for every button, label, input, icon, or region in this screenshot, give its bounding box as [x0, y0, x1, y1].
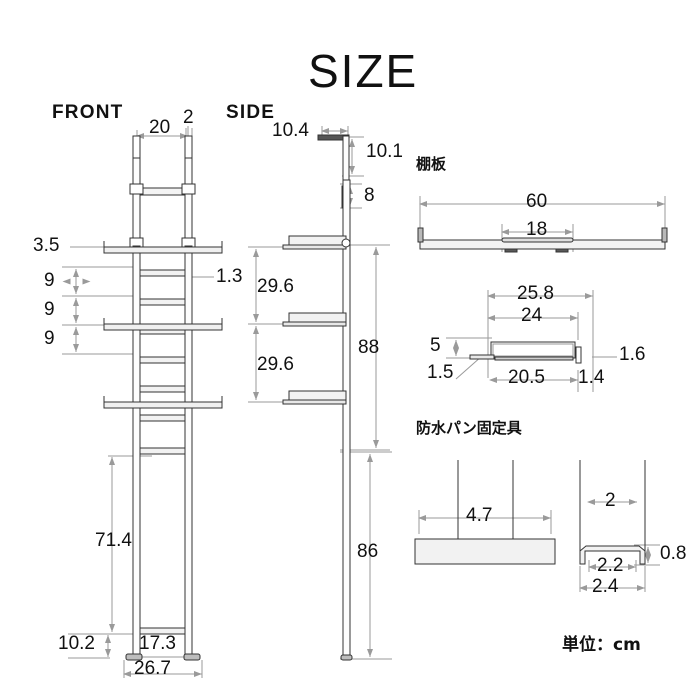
dim-fixture-channel-base-outer: 2.4	[592, 576, 619, 597]
pan-fixture-label: 防水パン固定具	[416, 419, 522, 437]
dim-fixture-channel-depth: 0.8	[660, 543, 687, 564]
dim-fixture-channel-inner-width: 2	[605, 490, 616, 511]
dim-side-top-hook-drop: 10.1	[366, 141, 403, 162]
dim-side-joint-length: 8	[364, 185, 375, 206]
dim-fixture-gap-front: 4.7	[466, 505, 493, 526]
dim-board-bracket-span: 18	[526, 219, 548, 240]
dim-front-shelf-offset-top: 3.5	[33, 235, 60, 256]
front-view-label: FRONT	[52, 102, 124, 123]
dim-board-tab-width: 1.4	[578, 367, 605, 388]
shelf-board-section-view	[469, 341, 582, 364]
side-view-geometry	[282, 134, 353, 661]
dim-front-rung-thickness: 1.3	[216, 266, 243, 287]
dim-front-top-rail-width: 20	[149, 117, 171, 138]
dim-board-width: 60	[526, 191, 548, 212]
dim-side-lower-total-height: 86	[357, 541, 379, 562]
front-view-geometry	[103, 135, 223, 661]
dim-board-section-height: 5	[430, 335, 441, 356]
unit-note: 単位：cm	[562, 635, 641, 655]
shelf-board-top-view	[417, 227, 668, 253]
dim-board-section-flat-width: 20.5	[508, 367, 545, 388]
dim-board-lip-thickness: 1.5	[427, 362, 454, 383]
dim-board-section-outer-width: 25.8	[517, 283, 554, 304]
dim-side-shelf-gap-lower: 29.6	[257, 354, 294, 375]
shelf-board-label: 棚板	[416, 155, 447, 173]
dim-front-inner-leg-span: 17.3	[139, 633, 176, 654]
dim-front-post-diameter: 2	[183, 107, 194, 128]
dim-front-foot-height: 10.2	[58, 633, 95, 654]
dim-front-rung-pitch-1: 9	[44, 270, 55, 291]
dim-fixture-channel-base-inner: 2.2	[597, 555, 624, 576]
dim-side-top-hook-depth: 10.4	[272, 120, 309, 141]
side-view-label: SIDE	[226, 102, 276, 123]
page-title: SIZE	[308, 45, 419, 97]
pan-fixture-geometry	[414, 460, 646, 565]
dim-board-tab-height: 1.6	[619, 344, 646, 365]
dim-side-upper-total-height: 88	[358, 337, 380, 358]
dim-front-outer-foot-span: 26.7	[134, 658, 171, 679]
dim-board-section-inner-width: 24	[521, 305, 543, 326]
dim-side-shelf-gap-upper: 29.6	[257, 276, 294, 297]
dim-front-rung-pitch-3: 9	[44, 328, 55, 349]
dim-front-rung-pitch-2: 9	[44, 299, 55, 320]
dim-front-lower-leg-height: 71.4	[95, 530, 132, 551]
